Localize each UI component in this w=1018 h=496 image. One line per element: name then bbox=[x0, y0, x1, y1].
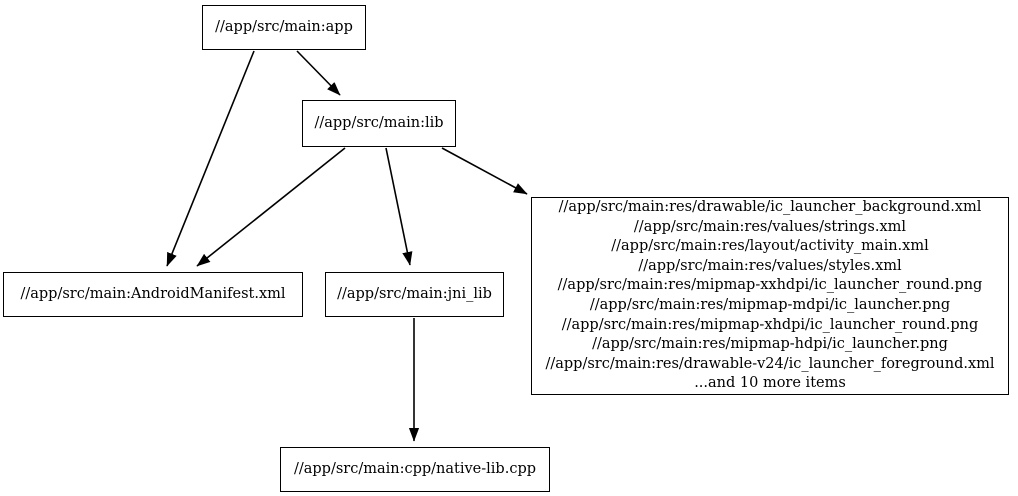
graph-node-native-lib-cpp-label: //app/src/main:cpp/native-lib.cpp bbox=[293, 461, 537, 478]
graph-node-res-group[interactable]: //app/src/main:res/drawable/ic_launcher_… bbox=[531, 197, 1009, 395]
graph-node-app[interactable]: //app/src/main:app bbox=[202, 5, 366, 50]
graph-node-android-manifest-label: //app/src/main:AndroidManifest.xml bbox=[20, 286, 286, 303]
edge-app-to-manifest bbox=[166, 50, 255, 267]
edge-lib-to-manifest bbox=[196, 147, 346, 267]
edge-app-to-lib bbox=[296, 50, 341, 96]
edge-lib-to-jni-lib bbox=[385, 147, 413, 266]
edge-lib-to-res-group bbox=[441, 147, 528, 195]
graph-node-lib[interactable]: //app/src/main:lib bbox=[302, 100, 456, 147]
graph-node-jni-lib[interactable]: //app/src/main:jni_lib bbox=[325, 272, 504, 317]
graph-node-app-label: //app/src/main:app bbox=[215, 19, 353, 36]
graph-node-jni-lib-label: //app/src/main:jni_lib bbox=[337, 286, 492, 303]
graph-node-android-manifest[interactable]: //app/src/main:AndroidManifest.xml bbox=[3, 272, 303, 317]
graph-node-res-group-label: //app/src/main:res/drawable/ic_launcher_… bbox=[545, 199, 995, 392]
graph-node-native-lib-cpp[interactable]: //app/src/main:cpp/native-lib.cpp bbox=[280, 447, 550, 492]
graph-node-lib-label: //app/src/main:lib bbox=[314, 115, 444, 132]
